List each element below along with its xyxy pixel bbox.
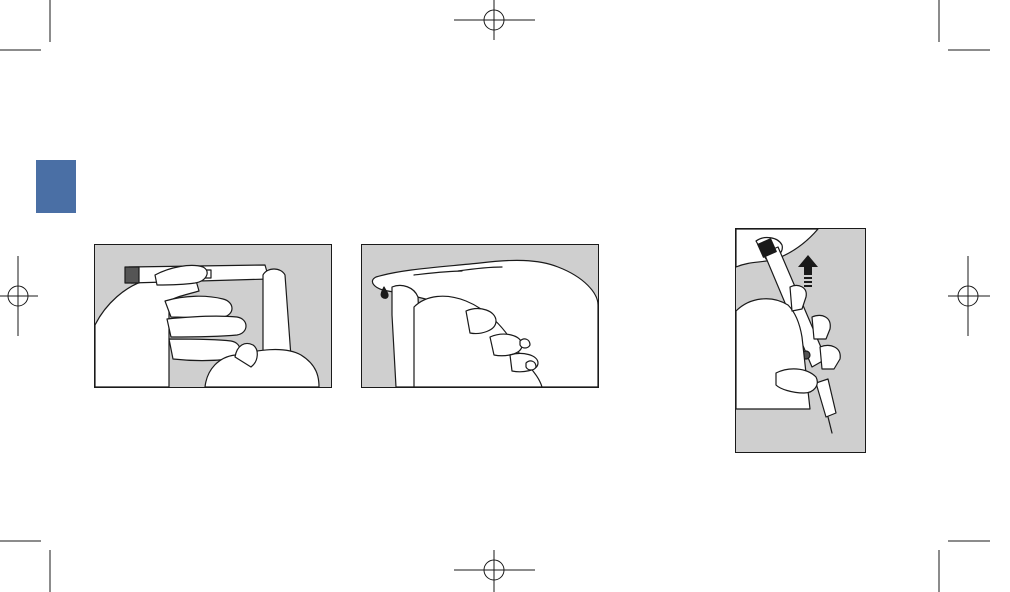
illustration-step-2 (361, 244, 599, 388)
lancet-ejection-arrow-icon (736, 229, 865, 452)
section-tab-icon (36, 160, 76, 213)
registration-mark-right (948, 256, 990, 336)
lower-finger-2 (812, 316, 830, 340)
lower-thumb (776, 369, 817, 393)
lancing-device-held-to-fingertip-icon (95, 245, 331, 387)
fingernail-1 (520, 339, 530, 348)
finger-with-blood-drop-icon (362, 245, 598, 387)
fingernail-2 (526, 361, 536, 370)
left-finger-1 (165, 296, 232, 318)
lancet (816, 379, 836, 417)
registration-mark-bottom (454, 550, 535, 592)
lower-finger-3 (820, 346, 840, 370)
left-finger-2 (167, 316, 246, 337)
registration-mark-left (0, 256, 38, 336)
lower-finger-3 (490, 334, 522, 356)
illustration-step-1 (94, 244, 332, 388)
registration-mark-top (454, 0, 535, 40)
up-arrow-icon (798, 255, 818, 287)
lancing-device-cap (125, 267, 139, 283)
illustration-step-3 (735, 228, 866, 453)
lower-finger-2 (466, 309, 496, 334)
lancet-needle (828, 417, 832, 433)
